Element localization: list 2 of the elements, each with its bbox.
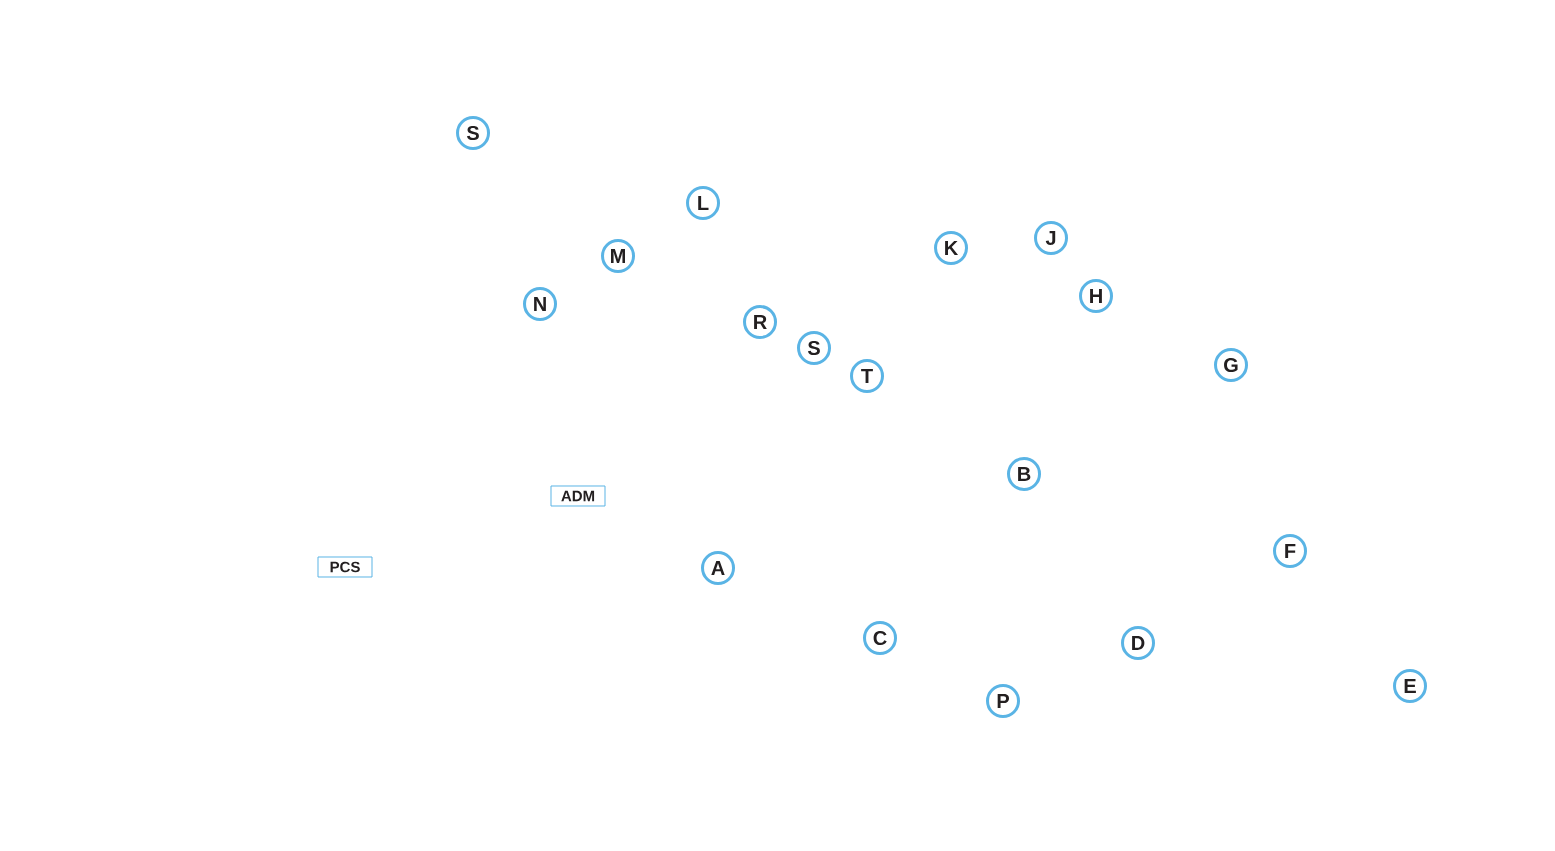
label-box: ADM: [550, 485, 606, 507]
label-box: PCS: [317, 556, 373, 578]
